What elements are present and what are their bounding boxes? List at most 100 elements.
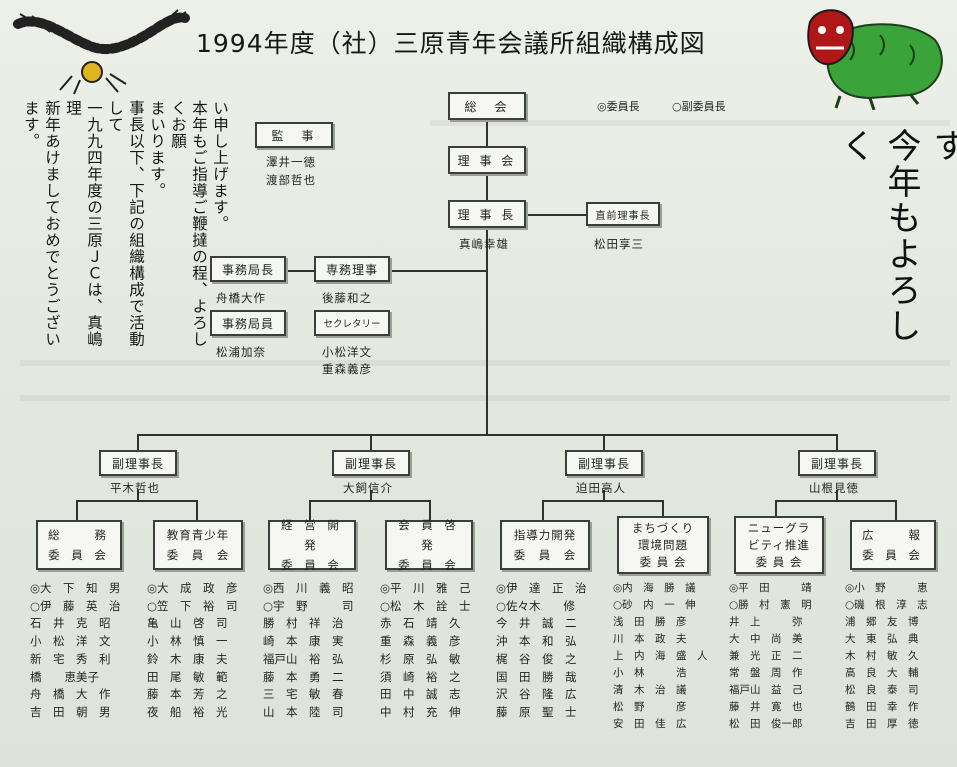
- member: ◎西 川 義 昭: [263, 581, 354, 595]
- member: ◎小 野 恵: [845, 582, 928, 594]
- committee-box: まちづくり環境問題委 員 会: [617, 516, 709, 574]
- member: ◎平 田 靖: [729, 582, 812, 594]
- member: 常 盤 周 作: [729, 667, 803, 679]
- member: 勝 村 祥 治: [263, 616, 344, 631]
- member: 沢 谷 隆 広: [496, 687, 577, 702]
- connector-line: [542, 500, 664, 502]
- member: 藤 原 聖 士: [496, 704, 577, 719]
- node-vice-president: 副理事長: [99, 450, 177, 476]
- committee-box: 広 報委 員 会: [850, 520, 936, 570]
- shishi-lion-mask-icon: [807, 9, 943, 110]
- member: ◎大 下 知 男: [30, 581, 121, 595]
- member: 重 森 義 彦: [380, 634, 461, 649]
- member: 川 本 政 夫: [613, 633, 687, 645]
- vice-president-name: 山根見徳: [809, 481, 859, 495]
- connector-line: [370, 434, 372, 450]
- node-vice-president: 副理事長: [798, 450, 876, 476]
- committee-box: 指導力開発委 員 会: [500, 520, 590, 570]
- node-president: 理 事 長: [448, 200, 526, 228]
- legend-chair: ◎委員長: [597, 100, 640, 113]
- past-president-name: 松田享三: [594, 237, 644, 251]
- member: 木 村 敏 久: [845, 650, 919, 662]
- member: 鈴 木 康 夫: [147, 651, 228, 666]
- member: 亀 山 啓 司: [147, 616, 228, 631]
- vice-president-name: 大飼信介: [343, 481, 393, 495]
- connector-line: [429, 500, 431, 520]
- member: 須 崎 裕 之: [380, 669, 461, 684]
- tengu-feather-icon: [13, 9, 190, 95]
- connector-line: [370, 490, 372, 500]
- committee-member-list: ◎大 下 知 男○伊 藤 英 治石 井 克 昭小 松 洋 文新 宅 秀 利橋 恵…: [30, 580, 121, 722]
- member: 新 宅 秀 利: [30, 651, 111, 666]
- auditor-name: 澤井一徳: [266, 155, 316, 169]
- member: 国 田 勝 哉: [496, 669, 577, 684]
- committee-box: 経 営 開 発委 員 会: [268, 518, 356, 572]
- executive-director-name: 後藤和之: [322, 291, 372, 305]
- member: 鶴 田 幸 作: [845, 701, 919, 713]
- member: 舟 橋 大 作: [30, 687, 111, 702]
- member: 今 井 誠 二: [496, 616, 577, 631]
- member: ○勝 村 憲 明: [729, 599, 812, 611]
- member: ◎平 川 雅 己: [380, 581, 471, 595]
- member: ◎大 成 政 彦: [147, 581, 238, 595]
- member: 沖 本 和 弘: [496, 634, 577, 649]
- connector-line: [286, 270, 316, 272]
- connector-line: [603, 490, 605, 500]
- member: 浦 郷 友 博: [845, 616, 919, 628]
- slogan-text: おねがいします今年もよろしく: [835, 128, 957, 344]
- member: 梶 谷 俊 之: [496, 651, 577, 666]
- member: 吉 田 厚 徳: [845, 718, 919, 730]
- member: 上 内 海 盛 人: [613, 650, 708, 662]
- member: 田 尾 敏 範: [147, 669, 228, 684]
- committee-member-list: ◎大 成 政 彦○笠 下 裕 司亀 山 啓 司小 林 慎 一鈴 木 康 夫田 尾…: [147, 580, 238, 722]
- member: 安 田 佳 広: [613, 718, 687, 730]
- connector-line: [76, 500, 198, 502]
- node-past-president: 直前理事長: [586, 202, 660, 226]
- node-vice-president: 副理事長: [332, 450, 410, 476]
- connector-line: [488, 214, 586, 216]
- bleed-line: [430, 120, 950, 126]
- connector-line: [836, 434, 838, 450]
- node-board: 理 事 会: [448, 146, 526, 174]
- member: 赤 石 靖 久: [380, 616, 461, 631]
- member: 夜 船 裕 光: [147, 704, 228, 719]
- member: 藤 本 勇 二: [263, 669, 344, 684]
- member: 田 中 誠 志: [380, 687, 461, 702]
- member: 松 良 泰 司: [845, 684, 919, 696]
- member: 中 村 充 伸: [380, 704, 461, 719]
- connector-line: [196, 500, 198, 520]
- connector-line: [137, 434, 139, 450]
- member: 小 林 浩: [613, 667, 687, 679]
- bleed-line: [20, 395, 950, 401]
- vice-president-name: 平木哲也: [110, 481, 160, 495]
- node-secretary: セクレタリー: [314, 310, 390, 336]
- connector-line: [542, 500, 544, 520]
- secretary-name: 小松洋文: [322, 345, 372, 359]
- node-secretariat-chief: 事務局長: [210, 256, 286, 282]
- secretary-name: 重森義彦: [322, 362, 372, 376]
- node-vice-president: 副理事長: [565, 450, 643, 476]
- connector-line: [76, 500, 78, 520]
- legend-vice: ○副委員長: [672, 100, 726, 113]
- committee-box: ニューグラビティ推進委 員 会: [734, 516, 824, 574]
- member: 松 田 俊一郎: [729, 718, 803, 730]
- member: 松 野 彦: [613, 701, 687, 713]
- member: 兼 光 正 二: [729, 650, 803, 662]
- member: ○磯 根 淳 志: [845, 599, 928, 611]
- connector-line: [662, 500, 664, 520]
- member: ◎伊 達 正 治: [496, 581, 587, 595]
- member: 大 中 尚 美: [729, 633, 803, 645]
- node-general-assembly: 総 会: [448, 92, 526, 120]
- connector-line: [309, 500, 311, 520]
- connector-line: [603, 434, 605, 450]
- secretariat-staff-name: 松浦加奈: [216, 345, 266, 359]
- main-trunk-line: [486, 108, 488, 436]
- committee-member-list: ◎西 川 義 昭○宇 野 司勝 村 祥 治崎 本 康 実福戸山 裕 弘藤 本 勇…: [263, 580, 354, 722]
- page-title: 1994年度（社）三原青年会議所組織構成図: [196, 29, 706, 58]
- member: 浅 田 勝 彦: [613, 616, 687, 628]
- vp-bus-line: [137, 434, 838, 436]
- committee-member-list: ◎伊 達 正 治○佐々木 修今 井 誠 二沖 本 和 弘梶 谷 俊 之国 田 勝…: [496, 580, 587, 722]
- connector-line: [895, 500, 897, 520]
- node-auditor: 監 事: [255, 122, 333, 148]
- member: 橋 恵美子: [30, 669, 99, 684]
